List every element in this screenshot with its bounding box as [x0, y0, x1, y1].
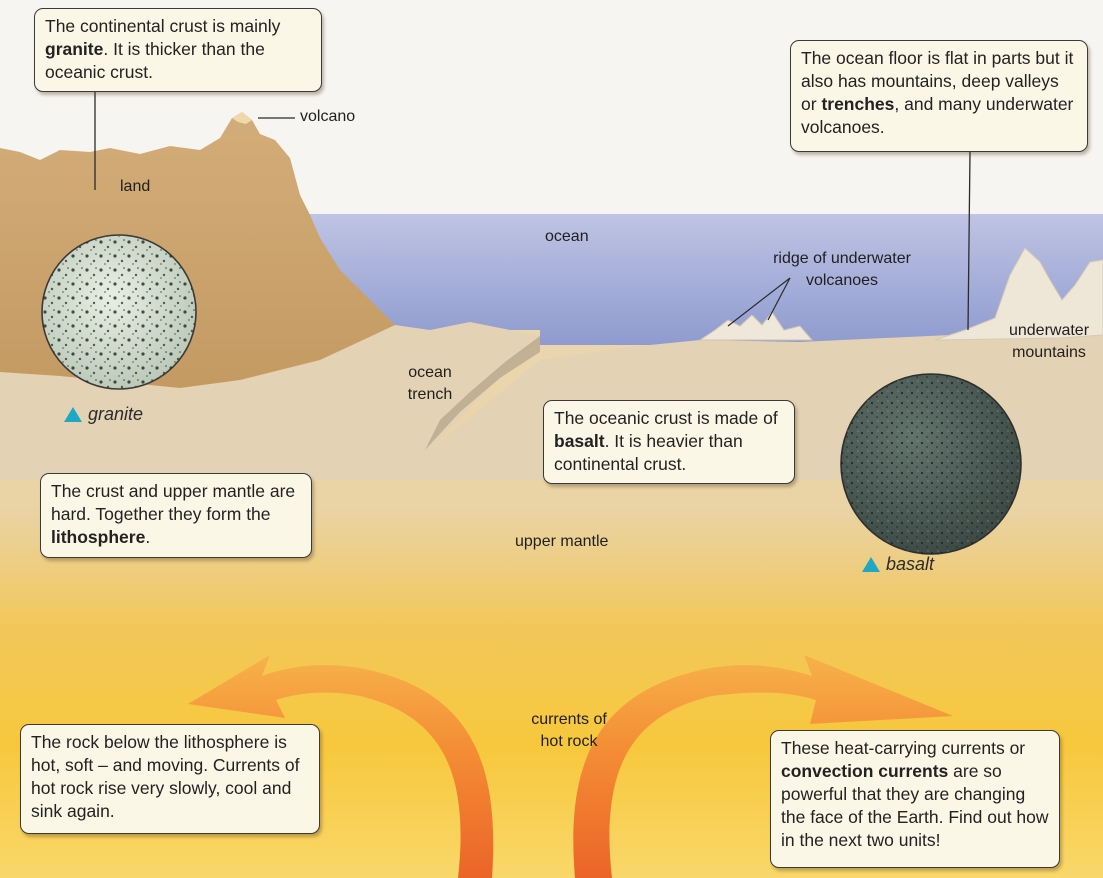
basalt-caption: basalt	[862, 554, 934, 575]
ocean-floor-box-bold: trenches	[821, 94, 894, 114]
oceanic-box-bold: basalt	[554, 431, 605, 451]
upper-mantle-label: upper mantle	[515, 531, 608, 553]
ridge-label: ridge of underwater volcanoes	[772, 248, 912, 292]
basalt-caption-text: basalt	[886, 554, 934, 575]
convection-box-text-pre: These heat-carrying currents or	[781, 738, 1025, 758]
underwater-mountains-label-line2: mountains	[1000, 342, 1098, 364]
triangle-icon	[862, 557, 880, 572]
continental-box-text-pre: The continental crust is mainly	[45, 16, 280, 36]
ocean-trench-label-line2: trench	[400, 384, 460, 406]
lithosphere-box-bold: lithosphere	[51, 527, 145, 547]
underwater-mountains-label: underwater mountains	[1000, 320, 1098, 364]
oceanic-crust-box: The oceanic crust is made of basalt. It …	[543, 400, 795, 484]
continental-box-bold: granite	[45, 39, 103, 59]
triangle-icon	[64, 407, 82, 422]
granite-caption: granite	[64, 404, 143, 425]
lithosphere-box: The crust and upper mantle are hard. Tog…	[40, 473, 312, 558]
underwater-mountains-label-line1: underwater	[1000, 320, 1098, 342]
ocean-trench-label-line1: ocean	[400, 362, 460, 384]
land-label: land	[120, 176, 150, 198]
ridge-label-line2: volcanoes	[772, 270, 912, 292]
basalt-texture	[841, 374, 1021, 554]
currents-label: currents of hot rock	[522, 709, 616, 753]
granite-texture	[42, 235, 196, 389]
rock-below-box-text: The rock below the lithosphere is hot, s…	[31, 732, 299, 821]
continental-crust-box: The continental crust is mainly granite.…	[34, 8, 322, 92]
currents-label-line1: currents of	[522, 709, 616, 731]
currents-label-line2: hot rock	[522, 731, 616, 753]
volcano-label: volcano	[300, 106, 355, 128]
rock-below-box: The rock below the lithosphere is hot, s…	[20, 724, 320, 834]
convection-box-bold: convection currents	[781, 761, 948, 781]
lithosphere-box-text-pre: The crust and upper mantle are hard. Tog…	[51, 481, 295, 524]
convection-currents-box: These heat-carrying currents or convecti…	[770, 730, 1060, 868]
ocean-trench-label: ocean trench	[400, 362, 460, 406]
ridge-label-line1: ridge of underwater	[772, 248, 912, 270]
lithosphere-box-text-post: .	[145, 527, 150, 547]
ocean-floor-box: The ocean floor is flat in parts but it …	[790, 40, 1088, 152]
ocean-label: ocean	[545, 226, 589, 248]
oceanic-box-text-pre: The oceanic crust is made of	[554, 408, 778, 428]
granite-caption-text: granite	[88, 404, 143, 425]
